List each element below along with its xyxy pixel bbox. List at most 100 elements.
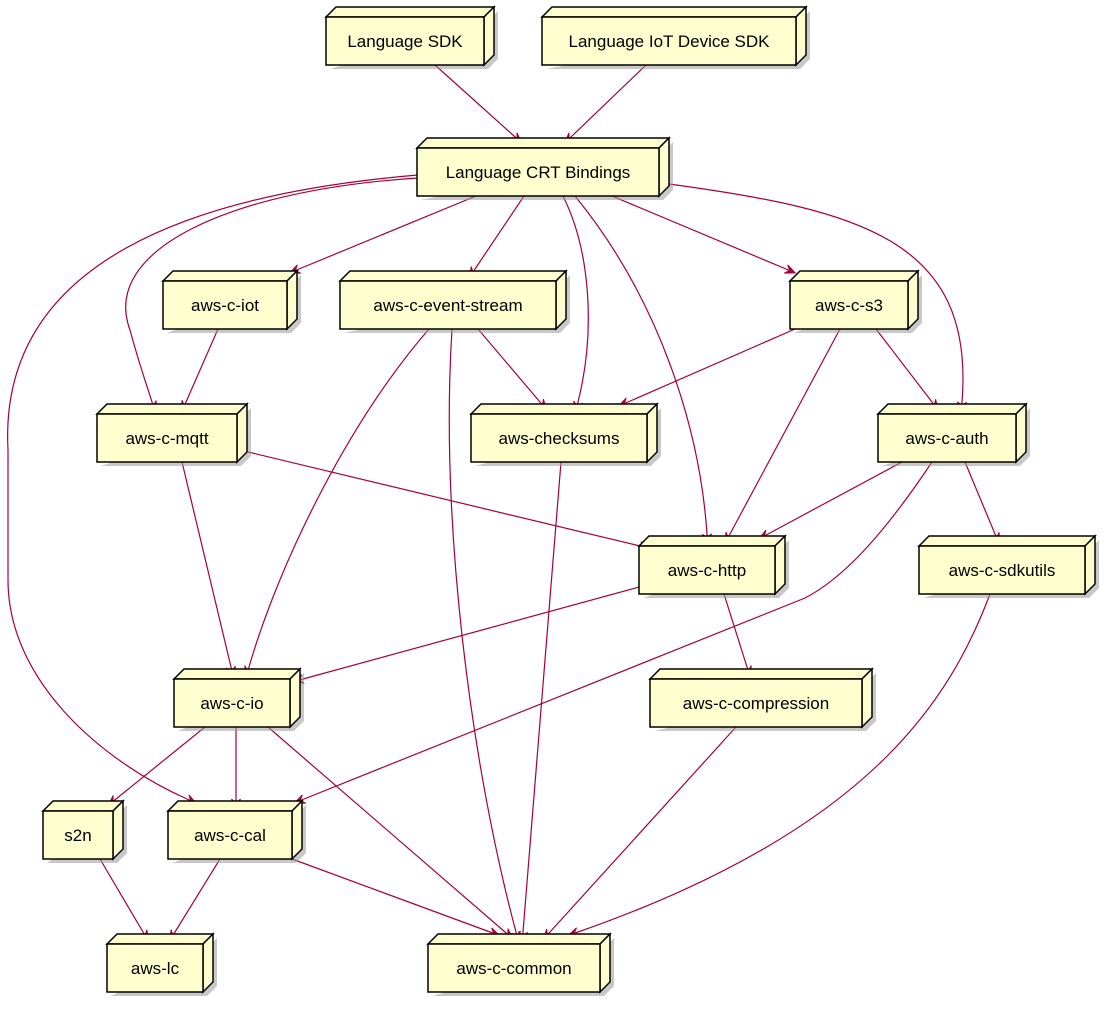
- node-aws-c-http: aws-c-http: [637, 534, 789, 598]
- edge-aws-c-compression-to-aws-c-common: [542, 726, 737, 941]
- edge-line: [727, 328, 841, 538]
- node-front-face: [649, 678, 863, 728]
- edge-line: [448, 328, 518, 937]
- edge-line: [172, 858, 221, 936]
- node-top-face: [41, 800, 125, 812]
- edge-aws-c-auth-to-aws-c-http: [758, 461, 903, 540]
- node-label: aws-c-iot: [191, 296, 259, 315]
- node-front-face: [106, 943, 204, 993]
- node-front-face: [325, 16, 485, 66]
- edge-line: [964, 461, 998, 538]
- node-label: aws-c-auth: [905, 429, 988, 448]
- edge-line: [99, 858, 146, 936]
- node-front-face: [541, 16, 797, 66]
- edge-aws-c-event-stream-to-aws-c-io: [244, 328, 430, 678]
- edge-language-crt-bindings-to-aws-c-event-stream: [468, 195, 525, 279]
- node-aws-c-common: aws-c-common: [426, 932, 614, 996]
- edge-aws-c-io-to-aws-c-cal: [231, 727, 241, 811]
- node-side-face: [286, 269, 298, 331]
- node-front-face: [339, 280, 557, 330]
- node-front-face: [96, 413, 238, 463]
- node-front-face: [162, 280, 288, 330]
- node-aws-c-compression: aws-c-compression: [648, 667, 876, 731]
- node-side-face: [291, 799, 303, 861]
- node-label: aws-c-mqtt: [125, 429, 208, 448]
- node-language-iot-device-sdk: Language IoT Device SDK: [540, 5, 810, 69]
- node-language-sdk: Language SDK: [324, 5, 498, 69]
- node-top-face: [172, 668, 302, 680]
- node-top-face: [469, 403, 659, 415]
- edge-aws-checksums-to-aws-c-common: [518, 461, 562, 944]
- edge-line: [522, 461, 562, 937]
- edge-line: [477, 328, 544, 406]
- edge-aws-c-s3-to-aws-c-auth: [875, 328, 939, 411]
- edge-aws-c-cal-to-aws-c-common: [291, 858, 501, 937]
- edge-line: [183, 328, 219, 406]
- node-label: aws-c-compression: [683, 694, 829, 713]
- node-label: aws-c-io: [200, 694, 263, 713]
- edge-aws-c-io-to-s2n: [107, 726, 206, 807]
- node-side-face: [907, 269, 919, 331]
- edge-aws-c-mqtt-to-aws-c-http: [247, 451, 651, 551]
- edge-line: [300, 461, 933, 802]
- node-language-crt-bindings: Language CRT Bindings: [415, 136, 673, 200]
- node-front-face: [42, 810, 114, 860]
- node-top-face: [95, 403, 249, 415]
- node-label: aws-c-sdkutils: [949, 561, 1056, 580]
- node-front-face: [789, 280, 909, 330]
- node-front-face: [416, 147, 660, 197]
- edge-s2n-to-aws-lc: [99, 858, 149, 942]
- node-label: aws-c-s3: [815, 296, 883, 315]
- node-top-face: [161, 270, 299, 282]
- edge-line: [574, 593, 991, 934]
- edge-line: [546, 726, 737, 936]
- node-label: Language IoT Device SDK: [569, 32, 771, 51]
- node-top-face: [324, 6, 496, 18]
- edge-aws-c-s3-to-aws-checksums: [617, 328, 796, 407]
- node-side-face: [646, 402, 658, 464]
- edge-line: [181, 461, 233, 672]
- edge-line: [611, 195, 790, 272]
- node-side-face: [202, 932, 214, 994]
- node-side-face: [599, 932, 611, 994]
- edge-line: [291, 858, 495, 934]
- edge-line: [112, 726, 206, 802]
- node-label: s2n: [64, 826, 91, 845]
- node-side-face: [1015, 402, 1027, 464]
- node-aws-c-io: aws-c-io: [172, 667, 304, 731]
- node-top-face: [876, 403, 1028, 415]
- node-side-face: [658, 136, 670, 198]
- node-top-face: [637, 535, 787, 547]
- edge-aws-c-event-stream-to-aws-checksums: [477, 328, 548, 411]
- node-aws-c-event-stream: aws-c-event-stream: [338, 269, 570, 333]
- node-top-face: [917, 535, 1097, 547]
- edge-language-crt-bindings-to-aws-c-http: [574, 195, 712, 546]
- node-top-face: [415, 137, 671, 149]
- node-label: aws-c-common: [456, 959, 571, 978]
- edge-aws-c-sdkutils-to-aws-c-common: [567, 593, 991, 937]
- node-side-face: [236, 402, 248, 464]
- node-side-face: [483, 5, 495, 67]
- node-top-face: [105, 933, 215, 945]
- node-front-face: [167, 810, 293, 860]
- node-aws-lc: aws-lc: [105, 932, 217, 996]
- node-top-face: [338, 270, 568, 282]
- edge-line: [7, 174, 419, 802]
- node-front-face: [877, 413, 1017, 463]
- node-side-face: [795, 5, 807, 67]
- edge-aws-c-iot-to-aws-c-mqtt: [181, 328, 219, 413]
- node-label: aws-lc: [131, 959, 180, 978]
- node-aws-c-s3: aws-c-s3: [788, 269, 922, 333]
- node-label: aws-c-event-stream: [373, 296, 522, 315]
- node-top-face: [788, 270, 920, 282]
- node-top-face: [426, 933, 612, 945]
- edge-line: [723, 593, 749, 671]
- node-label: Language SDK: [347, 32, 463, 51]
- node-top-face: [648, 668, 874, 680]
- edge-line: [247, 451, 645, 548]
- edge-line: [562, 195, 589, 407]
- edge-language-crt-bindings-to-aws-c-s3: [611, 195, 797, 274]
- node-side-face: [112, 799, 124, 861]
- arrowhead: [784, 264, 797, 274]
